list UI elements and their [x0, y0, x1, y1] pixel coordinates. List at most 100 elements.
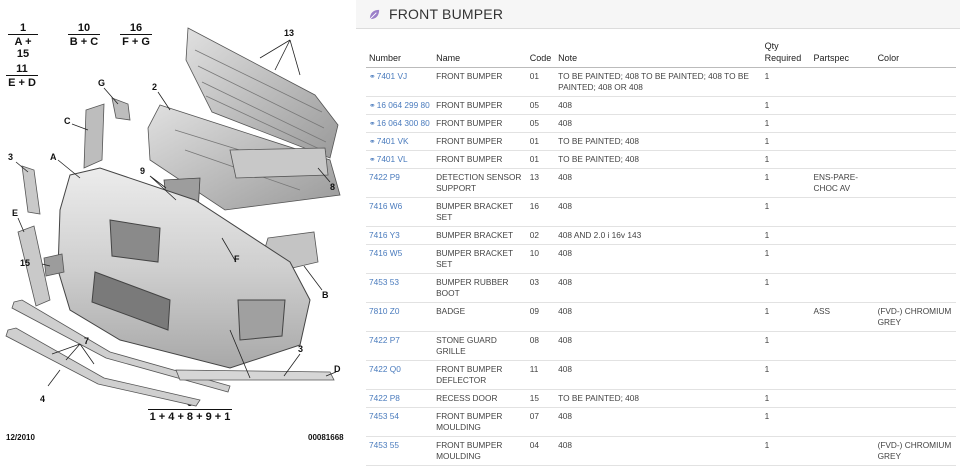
cell-qty: 1: [761, 67, 811, 97]
cell-qty: 1: [761, 226, 811, 245]
callout-c: C: [64, 116, 71, 126]
cell-code: 07: [526, 407, 556, 437]
part-number-link[interactable]: 7810 Z0: [369, 306, 400, 316]
cell-number[interactable]: 7416 W6: [366, 197, 434, 227]
part-number-link[interactable]: 7401 VK: [376, 136, 409, 146]
cell-note: 408 AND 2.0 i 16v 143: [555, 226, 762, 245]
cell-number[interactable]: ⚭16 064 299 80: [366, 96, 434, 115]
cell-partspec: [810, 244, 875, 274]
cell-partspec: [810, 197, 875, 227]
panel-header: FRONT BUMPER: [356, 0, 960, 29]
diagram-ref: 00081668: [308, 433, 344, 442]
callout-8: 8: [330, 182, 335, 192]
moulding-d-part: [175, 369, 335, 381]
part-number-link[interactable]: 16 064 300 80: [376, 118, 430, 128]
header-name: Name: [433, 40, 527, 68]
cell-qty: 1: [761, 168, 811, 198]
header-code: Code: [526, 40, 556, 68]
part-number-link[interactable]: 7401 VJ: [376, 71, 408, 81]
cell-number[interactable]: 7422 P8: [366, 389, 434, 408]
cell-number[interactable]: 7810 Z0: [366, 302, 434, 332]
part-number-link[interactable]: 7422 P8: [369, 393, 400, 403]
cell-partspec: [810, 114, 875, 133]
cell-number[interactable]: ⚭16 064 300 80: [366, 114, 434, 133]
cell-name: DETECTION SENSOR SUPPORT: [433, 168, 527, 198]
cell-color: [874, 96, 956, 115]
cell-number[interactable]: ⚭7401 VK: [366, 132, 434, 151]
cell-note: 408: [555, 407, 762, 437]
part-number-link[interactable]: 7422 P7: [369, 335, 400, 345]
cell-note: 408: [555, 244, 762, 274]
cell-note: 408: [555, 197, 762, 227]
side-moulding-e-part: [17, 225, 51, 307]
cell-code: 15: [526, 389, 556, 408]
cell-color: [874, 197, 956, 227]
part-number-link[interactable]: 7416 W5: [369, 248, 403, 258]
cell-number[interactable]: 7416 W5: [366, 244, 434, 274]
cell-name: BUMPER RUBBER BOOT: [433, 273, 527, 303]
cell-number[interactable]: 7453 54: [366, 407, 434, 437]
cell-color: [874, 389, 956, 408]
callout-a: A: [50, 152, 57, 162]
part-number-link[interactable]: 7453 55: [369, 440, 399, 450]
cell-color: [874, 331, 956, 361]
cell-color: [874, 407, 956, 437]
cell-name: FRONT BUMPER: [433, 150, 527, 169]
cell-name: FRONT BUMPER: [433, 96, 527, 115]
callout-15: 15: [20, 258, 30, 268]
cell-name: STONE GUARD GRILLE: [433, 331, 527, 361]
cell-number[interactable]: 7422 P7: [366, 331, 434, 361]
part-number-link[interactable]: 16 064 299 80: [376, 100, 430, 110]
part-number-link[interactable]: 7453 53: [369, 277, 399, 287]
cell-code: 01: [526, 150, 556, 169]
cell-qty: 1: [761, 132, 811, 151]
cell-qty: 1: [761, 302, 811, 332]
cell-partspec: [810, 96, 875, 115]
part-number-link[interactable]: 7453 54: [369, 411, 399, 421]
callout-e: E: [12, 208, 18, 218]
cell-partspec: [810, 436, 875, 466]
cell-code: 05: [526, 96, 556, 115]
cell-number[interactable]: 7453 53: [366, 273, 434, 303]
part-number-link[interactable]: 7422 Q0: [369, 364, 401, 374]
cell-number[interactable]: 7422 P9: [366, 168, 434, 198]
cell-color: [874, 132, 956, 151]
cell-color: [874, 273, 956, 303]
part-number-link[interactable]: 7401 VL: [376, 154, 408, 164]
cell-partspec: [810, 226, 875, 245]
callout-d: D: [334, 364, 341, 374]
cell-number[interactable]: 7422 Q0: [366, 360, 434, 390]
cell-code: 11: [526, 360, 556, 390]
cell-number[interactable]: ⚭7401 VJ: [366, 67, 434, 97]
cell-name: RECESS DOOR: [433, 389, 527, 408]
cell-note: 408: [555, 96, 762, 115]
part-number-link[interactable]: 7416 Y3: [369, 230, 400, 240]
cell-number[interactable]: 7453 55: [366, 436, 434, 466]
callout-g: G: [98, 78, 105, 88]
cell-qty: 1: [761, 114, 811, 133]
cell-name: FRONT BUMPER MOULDING: [433, 407, 527, 437]
callout-4: 4: [40, 394, 45, 404]
cell-note: 408: [555, 436, 762, 466]
part-number-link[interactable]: 7422 P9: [369, 172, 400, 182]
cell-qty: 1: [761, 331, 811, 361]
cell-qty: 1: [761, 360, 811, 390]
cell-note: 408: [555, 168, 762, 198]
part-number-link[interactable]: 7416 W6: [369, 201, 403, 211]
cell-color: [874, 226, 956, 245]
bracket-g-part: [111, 97, 131, 121]
cell-color: (FVD-) CHROMIUM GREY: [874, 436, 956, 466]
cell-number[interactable]: ⚭7401 VL: [366, 150, 434, 169]
cell-color: [874, 168, 956, 198]
cell-code: 10: [526, 244, 556, 274]
cell-number[interactable]: 7416 Y3: [366, 226, 434, 245]
callout-7: 7: [84, 336, 89, 346]
